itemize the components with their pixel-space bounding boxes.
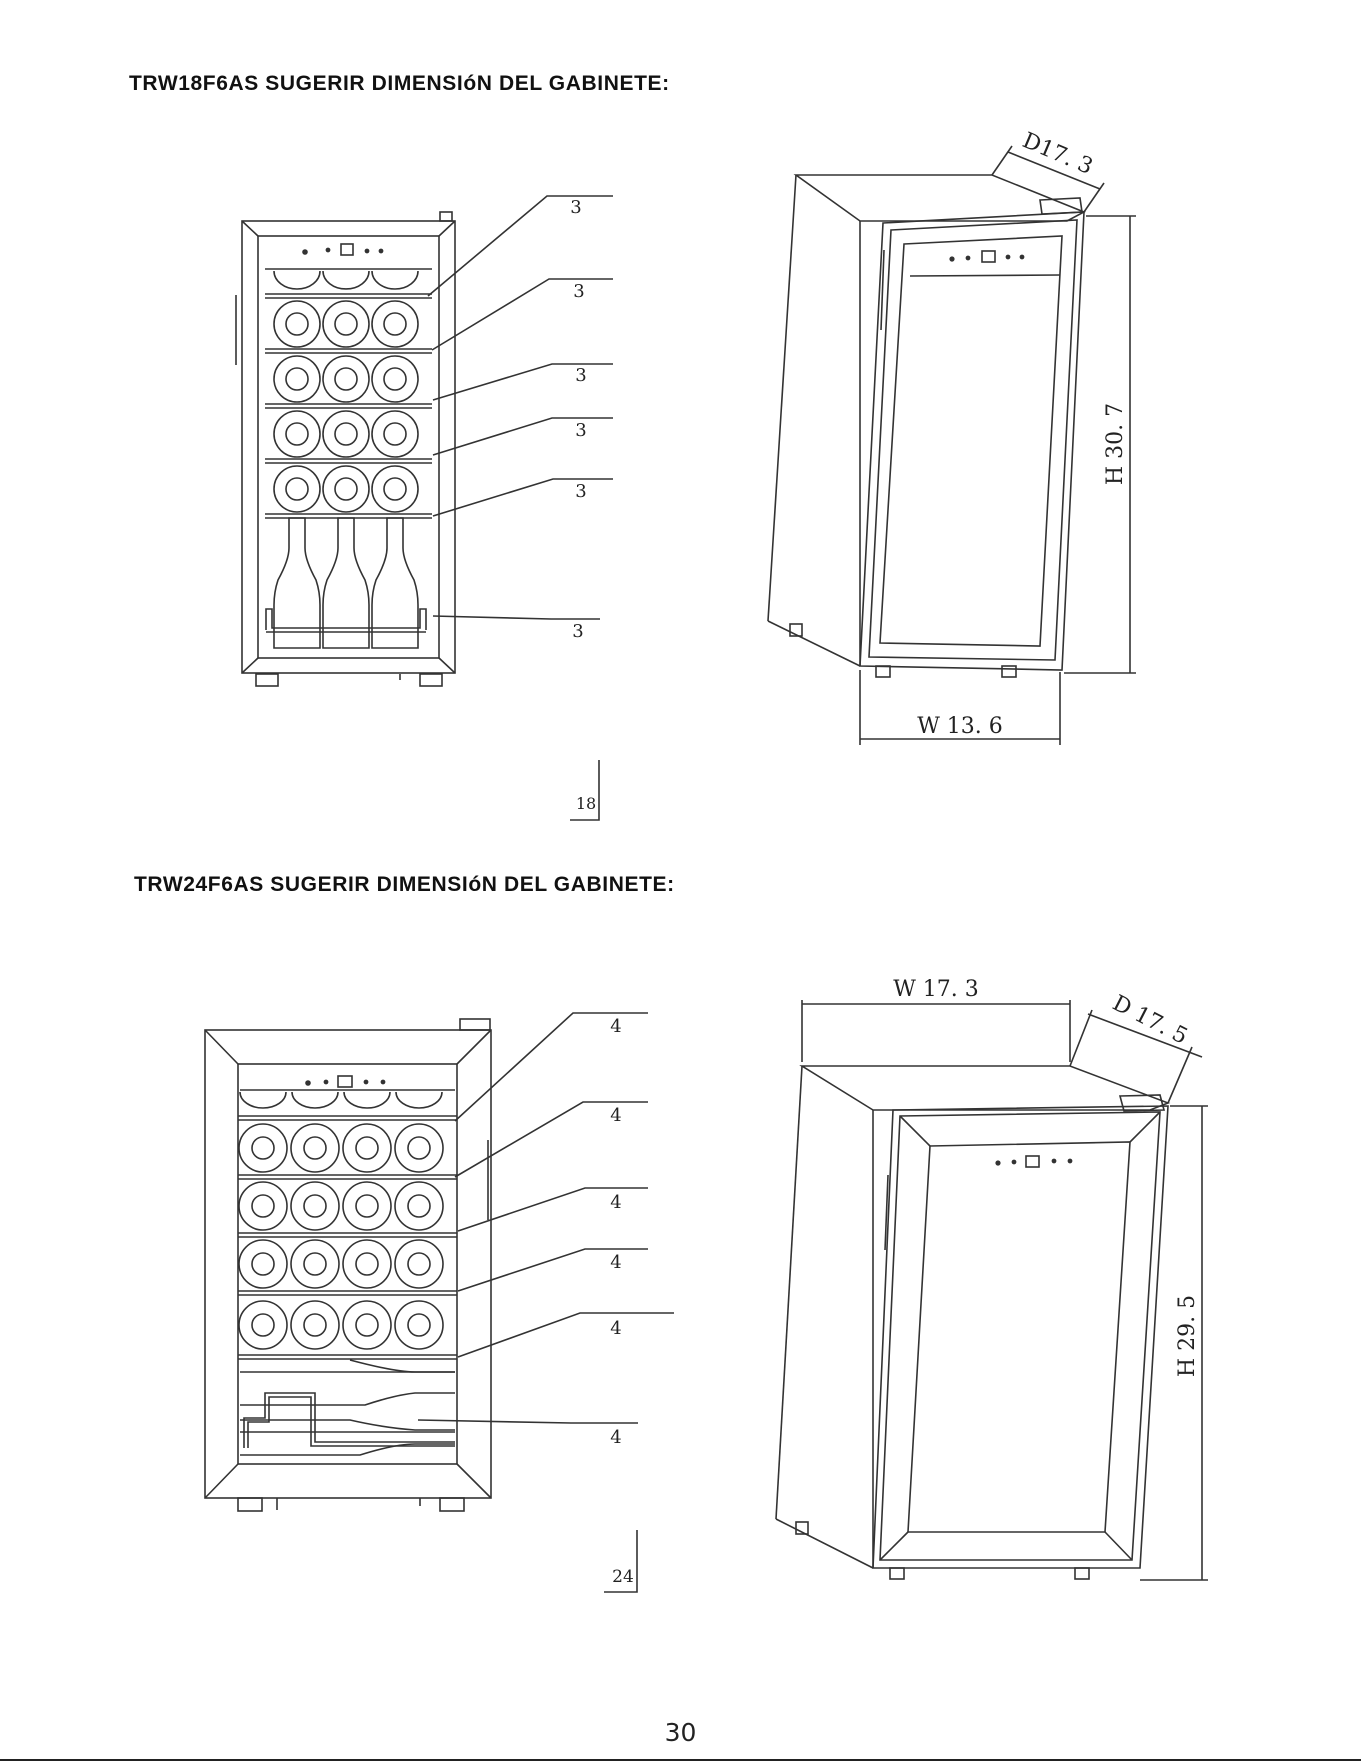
shelf-capacity-label: 3	[575, 420, 586, 441]
shelf-capacity-label: 3	[572, 621, 583, 642]
depth-dimension-label: D 17. 5	[1108, 991, 1191, 1050]
shelf-capacity-label: 4	[610, 1252, 621, 1273]
width-dimension-label: W 17. 3	[893, 977, 979, 1002]
shelf-capacity-label: 4	[610, 1016, 621, 1037]
height-dimension-label: H 30. 7	[1103, 403, 1128, 485]
shelf-capacity-label: 4	[610, 1427, 621, 1448]
total-capacity-label: 18	[576, 794, 596, 813]
shelf-capacity-label: 3	[570, 197, 581, 218]
shelf-capacity-label: 3	[575, 365, 586, 386]
side-view-trw18	[768, 146, 1136, 745]
side-view-trw24	[776, 1000, 1208, 1580]
shelf-capacity-label: 4	[610, 1192, 621, 1213]
shelf-capacity-label: 4	[610, 1318, 621, 1339]
shelf-capacity-label: 3	[573, 281, 584, 302]
height-dimension-label: H 29. 5	[1175, 1295, 1200, 1377]
page-number: 30	[0, 1718, 1361, 1747]
shelf-capacity-label: 4	[610, 1105, 621, 1126]
front-view-trw18	[236, 196, 613, 820]
width-dimension-label: W 13. 6	[917, 714, 1003, 739]
front-view-trw24	[205, 1013, 674, 1592]
shelf-capacity-label: 3	[575, 481, 586, 502]
total-capacity-label: 24	[612, 1567, 634, 1587]
